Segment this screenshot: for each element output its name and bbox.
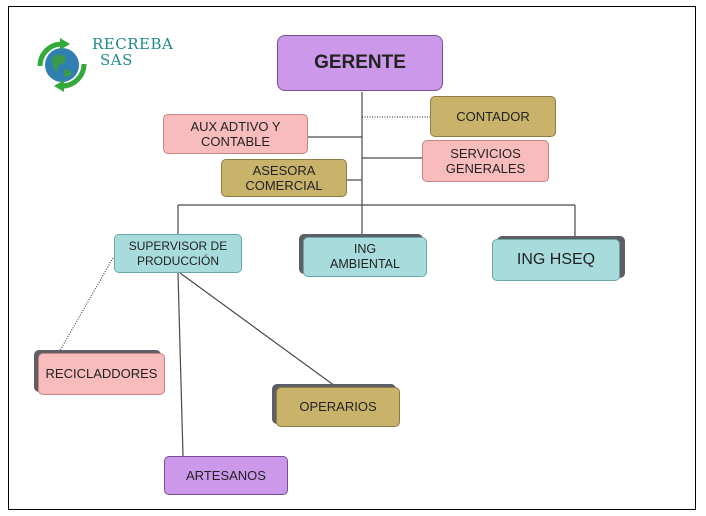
recycle-globe-logo-icon: [37, 38, 87, 92]
ing-ambiental-label-line1: ING: [353, 242, 377, 257]
node-servicios-generales: SERVICIOS GENERALES: [422, 140, 549, 182]
operarios-connector: [179, 272, 336, 387]
supervisor-label-line2: PRODUCCIÓN: [136, 253, 219, 268]
aux-label-line2: CONTABLE: [200, 134, 271, 149]
operarios-label: OPERARIOS: [299, 399, 377, 415]
company-logo: RECREBA SAS: [30, 36, 190, 96]
gerente-label: GERENTE: [314, 51, 406, 73]
ing-hseq-label: ING HSEQ: [516, 250, 596, 268]
asesora-label-line1: ASESORA: [252, 162, 316, 178]
servicios-label-line2: GENERALES: [445, 161, 526, 176]
artesanos-label: ARTESANOS: [186, 467, 266, 483]
node-contador: CONTADOR: [430, 96, 556, 137]
logo-line-1: RECREBA: [92, 35, 174, 53]
node-asesora-comercial: ASESORA COMERCIAL: [221, 159, 347, 197]
artesanos-connector: [177, 272, 184, 457]
servicios-label-line1: SERVICIOS: [450, 145, 521, 161]
node-recicladdores: RECICLADDORES: [38, 353, 165, 395]
node-supervisor-produccion: SUPERVISOR DE PRODUCCIÓN: [114, 234, 242, 273]
node-ing-ambiental: ING AMBIENTAL: [303, 237, 427, 277]
node-ing-hseq: ING HSEQ: [492, 239, 620, 281]
contador-label: CONTADOR: [456, 108, 530, 124]
aux-label-line1: AUX ADTIVO Y: [190, 118, 281, 134]
recicladdores-label: RECICLADDORES: [45, 366, 158, 382]
node-artesanos: ARTESANOS: [164, 456, 288, 495]
ing-ambiental-label-line2: AMBIENTAL: [330, 257, 400, 271]
supervisor-label-line1: SUPERVISOR DE: [128, 239, 228, 254]
node-operarios: OPERARIOS: [276, 387, 400, 427]
logo-text: RECREBA SAS: [92, 36, 173, 68]
node-aux-adtivo: AUX ADTIVO Y CONTABLE: [163, 114, 308, 154]
node-gerente: GERENTE: [277, 35, 443, 91]
recicladdores-connector: [57, 257, 114, 355]
logo-line-2: SAS: [100, 51, 133, 69]
asesora-label-line2: COMERCIAL: [245, 178, 323, 193]
